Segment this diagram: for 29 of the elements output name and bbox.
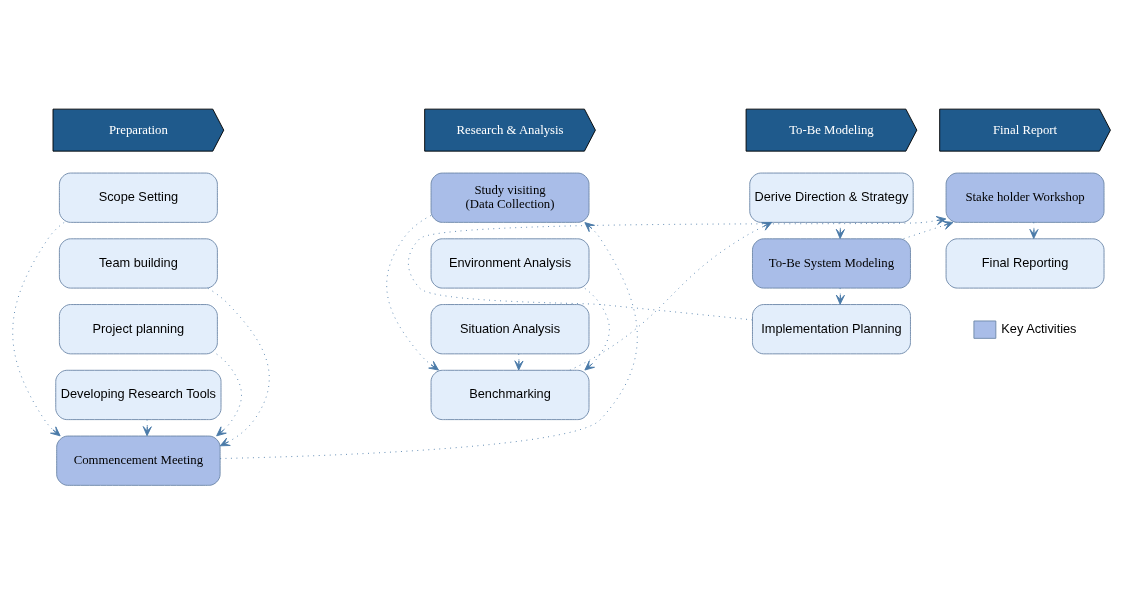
- arrow: [569, 222, 773, 371]
- arrow: [386, 215, 439, 371]
- arrow: [835, 287, 845, 305]
- legend-label: Key Activities: [1001, 321, 1077, 337]
- arrow: [835, 221, 845, 239]
- node-box: Team building: [58, 238, 218, 289]
- arrow: [142, 419, 152, 437]
- node-box: Project planning: [58, 304, 218, 355]
- node-box: Commencement Meeting: [56, 435, 221, 486]
- arrow: [216, 353, 242, 437]
- node-box: To-Be System Modeling: [752, 238, 911, 289]
- arrow: [12, 221, 65, 437]
- node-box: Benchmarking: [430, 369, 590, 421]
- node-box: Environment Analysis: [430, 238, 590, 289]
- node-box: Study visiting (Data Collection): [430, 172, 590, 223]
- arrow: [407, 216, 947, 321]
- arrow: [903, 220, 954, 240]
- node-box: Developing Research Tools: [55, 369, 222, 421]
- node-box: Scope Setting: [58, 172, 218, 223]
- node-box: Situation Analysis: [430, 304, 590, 355]
- node-box: Derive Direction & Strategy: [749, 172, 914, 223]
- arrow: [514, 353, 524, 371]
- node-box: Stake holder Workshop: [945, 172, 1105, 223]
- arrow: [207, 287, 270, 447]
- node-box: Final Reporting: [945, 238, 1105, 289]
- arrow: [219, 222, 638, 459]
- arrow: [584, 287, 610, 371]
- arrow: [1029, 221, 1039, 239]
- node-box: Implementation Planning: [752, 304, 911, 355]
